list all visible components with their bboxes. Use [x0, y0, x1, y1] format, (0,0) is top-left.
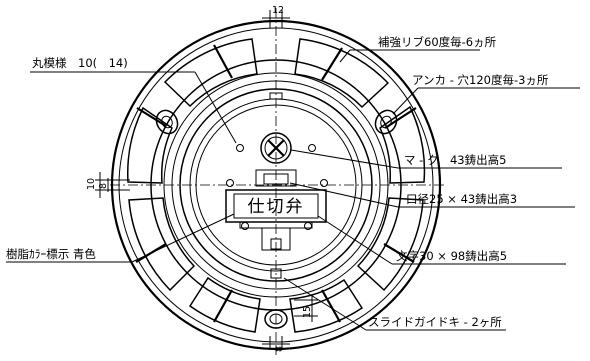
label-slide: スライドガイドキ - 2ヶ所	[368, 315, 502, 329]
nameplate: 仕切弁	[225, 189, 327, 251]
dimension-lines	[95, 10, 318, 350]
top-notch	[269, 92, 283, 279]
dim-left-inner: 8	[98, 183, 109, 189]
label-mark: マ - ク 43鋳出高5	[404, 153, 506, 167]
anchor-holes	[155, 109, 398, 329]
mark-emblem	[255, 132, 297, 187]
label-anchor: アンカ - 穴120度毎-3ヵ所	[412, 73, 549, 87]
label-text: 文字30 × 98鋳出高5	[396, 249, 507, 263]
dim-bottom: 8	[274, 346, 285, 352]
leader-lines	[6, 49, 580, 331]
dim-bottom-right: 15	[302, 306, 313, 318]
label-rib: 補強リブ60度毎-6ヵ所	[378, 35, 497, 49]
dim-top: 12	[272, 5, 284, 16]
dim-left-outer: 10	[86, 178, 97, 190]
reinforcing-ribs	[127, 38, 426, 333]
label-diameter: 口径25 × 43鋳出高3	[406, 192, 517, 206]
stamp-text: 仕切弁	[248, 197, 305, 217]
label-resin: 樹脂ｶﾗｰ標示 青色	[6, 247, 96, 261]
label-pattern: 丸模様 10( 14)	[32, 56, 128, 70]
